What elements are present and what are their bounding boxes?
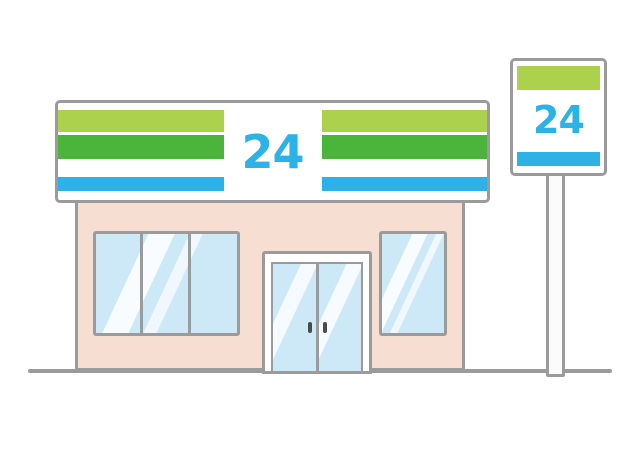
fascia-24-text: 24 (241, 124, 304, 179)
window-mullion (188, 234, 191, 333)
door-handle (307, 322, 312, 333)
window-mullion (140, 234, 143, 333)
signboard-green-stripe (517, 66, 600, 90)
door-left-panel (273, 264, 318, 371)
door-handle (322, 322, 327, 333)
signboard-24-text: 24 (533, 98, 585, 142)
store-fascia-sign: 24 (55, 100, 490, 203)
right-window (379, 231, 447, 336)
door-panels (271, 262, 363, 371)
entrance-door (262, 251, 372, 374)
store-signboard: 24 (510, 58, 607, 176)
signboard-blue-stripe (517, 152, 600, 166)
sign-pole (546, 170, 565, 377)
door-right-panel (317, 264, 361, 371)
fascia-number-box: 24 (223, 103, 322, 200)
left-window (93, 231, 240, 336)
